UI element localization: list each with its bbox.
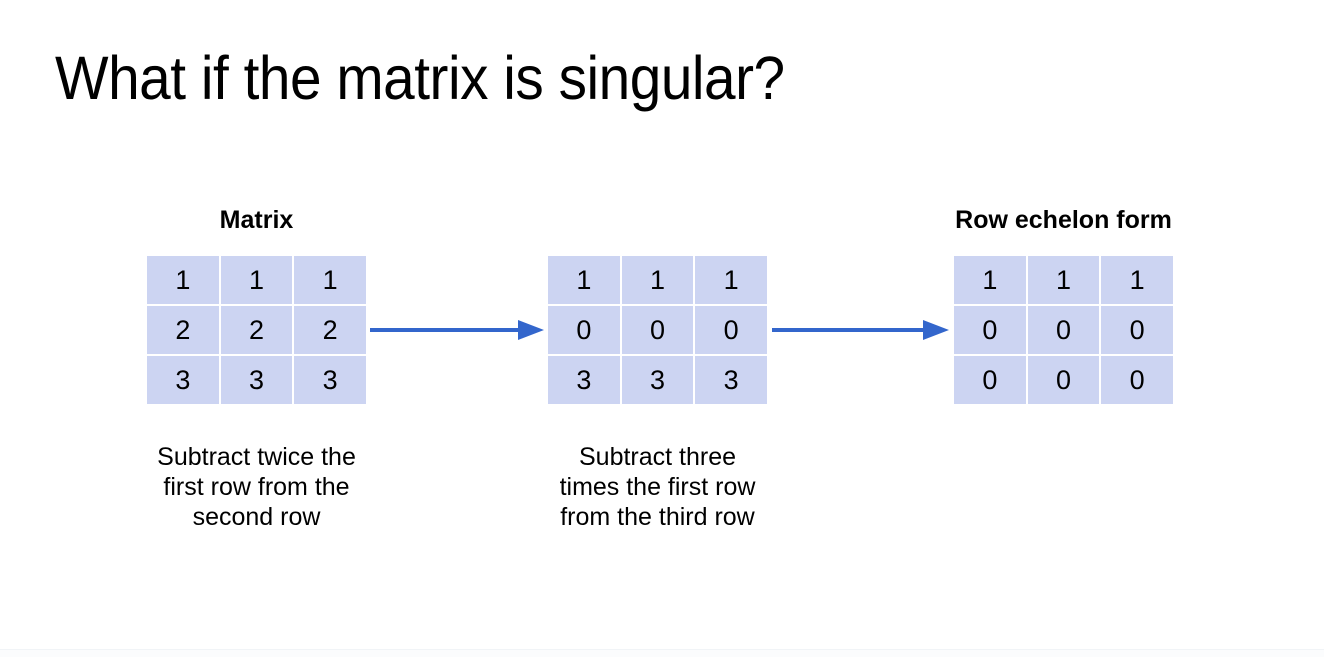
- matrix-cell: 0: [1027, 356, 1100, 404]
- page-title: What if the matrix is singular?: [55, 44, 785, 112]
- matrix-cell: 3: [548, 356, 620, 404]
- matrix-cell: 0: [954, 306, 1026, 354]
- operation-caption-2: Subtract three times the first row from …: [559, 443, 756, 531]
- bottom-divider: [0, 649, 1324, 657]
- matrix-cell: 0: [954, 356, 1026, 404]
- matrix-cell: 2: [294, 306, 366, 354]
- matrix-cell: 0: [695, 306, 767, 354]
- matrix-cell: 0: [548, 306, 620, 354]
- matrix-grid-row-echelon: 1 1 1 0 0 0 0 0 0: [954, 256, 1173, 404]
- matrix-cell: 1: [621, 256, 694, 304]
- matrix-cell: 3: [147, 356, 219, 404]
- matrix-stage-2: 1 1 1 0 0 0 3 3 3 Subtract three times t…: [548, 205, 767, 532]
- matrix-cell: 3: [294, 356, 366, 404]
- matrix-cell: 0: [1101, 356, 1173, 404]
- matrix-cell: 0: [1101, 306, 1173, 354]
- matrix-cell: 0: [1027, 306, 1100, 354]
- matrix-cell: 1: [1027, 256, 1100, 304]
- matrix-cell: 1: [548, 256, 620, 304]
- matrix-grid-original: 1 1 1 2 2 2 3 3 3: [147, 256, 366, 404]
- matrix-cell: 1: [147, 256, 219, 304]
- arrow-stage2-to-stage3: [772, 318, 949, 342]
- matrix-cell: 1: [954, 256, 1026, 304]
- matrix-cell: 1: [220, 256, 293, 304]
- matrix-stage-1: Matrix 1 1 1 2 2 2 3 3 3 Subtract twice …: [147, 205, 366, 532]
- matrix-cell: 1: [294, 256, 366, 304]
- matrix-cell: 1: [695, 256, 767, 304]
- matrix-grid-intermediate: 1 1 1 0 0 0 3 3 3: [548, 256, 767, 404]
- matrix-cell: 1: [1101, 256, 1173, 304]
- matrix-label-row-echelon: Row echelon form: [955, 206, 1172, 234]
- matrix-cell: 3: [695, 356, 767, 404]
- matrix-cell: 2: [220, 306, 293, 354]
- matrix-label-original: Matrix: [219, 206, 294, 234]
- matrix-stage-3: Row echelon form 1 1 1 0 0 0 0 0 0: [954, 205, 1173, 442]
- matrix-cell: 3: [621, 356, 694, 404]
- matrix-cell: 0: [621, 306, 694, 354]
- operation-caption-1: Subtract twice the first row from the se…: [157, 443, 356, 531]
- matrix-cell: 3: [220, 356, 293, 404]
- arrow-stage1-to-stage2: [370, 318, 544, 342]
- matrix-cell: 2: [147, 306, 219, 354]
